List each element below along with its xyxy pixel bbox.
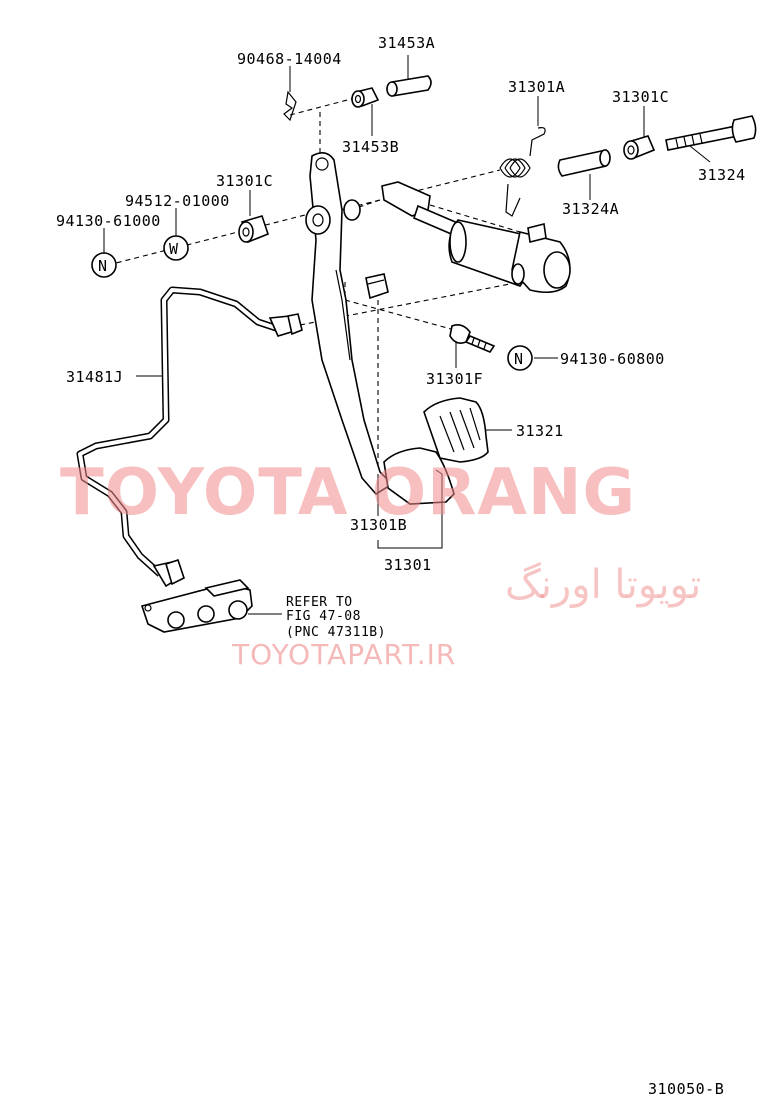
label-31324: 31324 <box>698 166 746 184</box>
leader-lines <box>103 55 711 615</box>
label-94512-01000: 94512-01000 <box>125 192 230 210</box>
clutch-pedal-arm <box>305 152 394 496</box>
pipe-bracket-assembly <box>140 579 253 633</box>
watermark-brand: TOYOTA ORANG <box>60 456 636 530</box>
bolt-31324 <box>665 115 757 151</box>
refer-note-line3: (PNC 47311B) <box>286 625 386 640</box>
label-31301: 31301 <box>384 556 432 574</box>
label-31321: 31321 <box>516 422 564 440</box>
washer-94512-01000: W <box>163 235 189 261</box>
refer-note-line1: REFER TO <box>286 595 353 610</box>
label-31301C-top: 31301C <box>612 88 669 106</box>
pedal-pad-base-31301B <box>383 447 455 505</box>
part-labels: 90468-14004 31453A 31453B 31301A 31301C … <box>56 34 746 1098</box>
bushing-31301C-left <box>238 215 269 244</box>
bushing-31453B <box>351 87 380 108</box>
label-31301B: 31301B <box>350 516 407 534</box>
pin-31453A <box>386 75 432 97</box>
watermark-persian: تویوتا اورنگ <box>505 562 701 608</box>
label-31453A: 31453A <box>378 34 435 52</box>
figure-code: 310050-B <box>648 1080 724 1098</box>
nut-symbol-n-2: N <box>514 350 524 368</box>
stopper-bolt-31301F <box>449 324 496 353</box>
label-31453B: 31453B <box>342 138 399 156</box>
watermark: TOYOTA ORANG تویوتا اورنگ TOYOTAPART.IR <box>60 456 701 671</box>
washer-symbol-w: W <box>169 240 179 258</box>
watermark-site: TOYOTAPART.IR <box>231 638 456 671</box>
label-94130-61000: 94130-61000 <box>56 212 161 230</box>
label-31301A: 31301A <box>508 78 565 96</box>
nut-94130-61000: N <box>91 252 117 278</box>
clip-90468 <box>283 90 297 122</box>
nut-94130-60800: N <box>507 345 533 371</box>
master-cylinder <box>381 181 571 294</box>
label-31301F: 31301F <box>426 370 483 388</box>
nut-symbol-n: N <box>98 257 108 275</box>
refer-note-line2: FIG 47-08 <box>286 609 361 624</box>
bushing-31301C-top <box>623 135 656 160</box>
label-31301C-left: 31301C <box>216 172 273 190</box>
label-90468-14004: 90468-14004 <box>237 50 342 68</box>
pedal-pad-31321 <box>423 397 489 463</box>
label-31481J: 31481J <box>66 368 123 386</box>
label-31324A: 31324A <box>562 200 619 218</box>
collar-31324A <box>557 149 611 177</box>
return-spring-31301A <box>499 127 546 217</box>
clutch-pipe-31481J <box>76 286 303 588</box>
label-94130-60800: 94130-60800 <box>560 350 665 368</box>
pedal-stopper-clip <box>365 273 389 300</box>
